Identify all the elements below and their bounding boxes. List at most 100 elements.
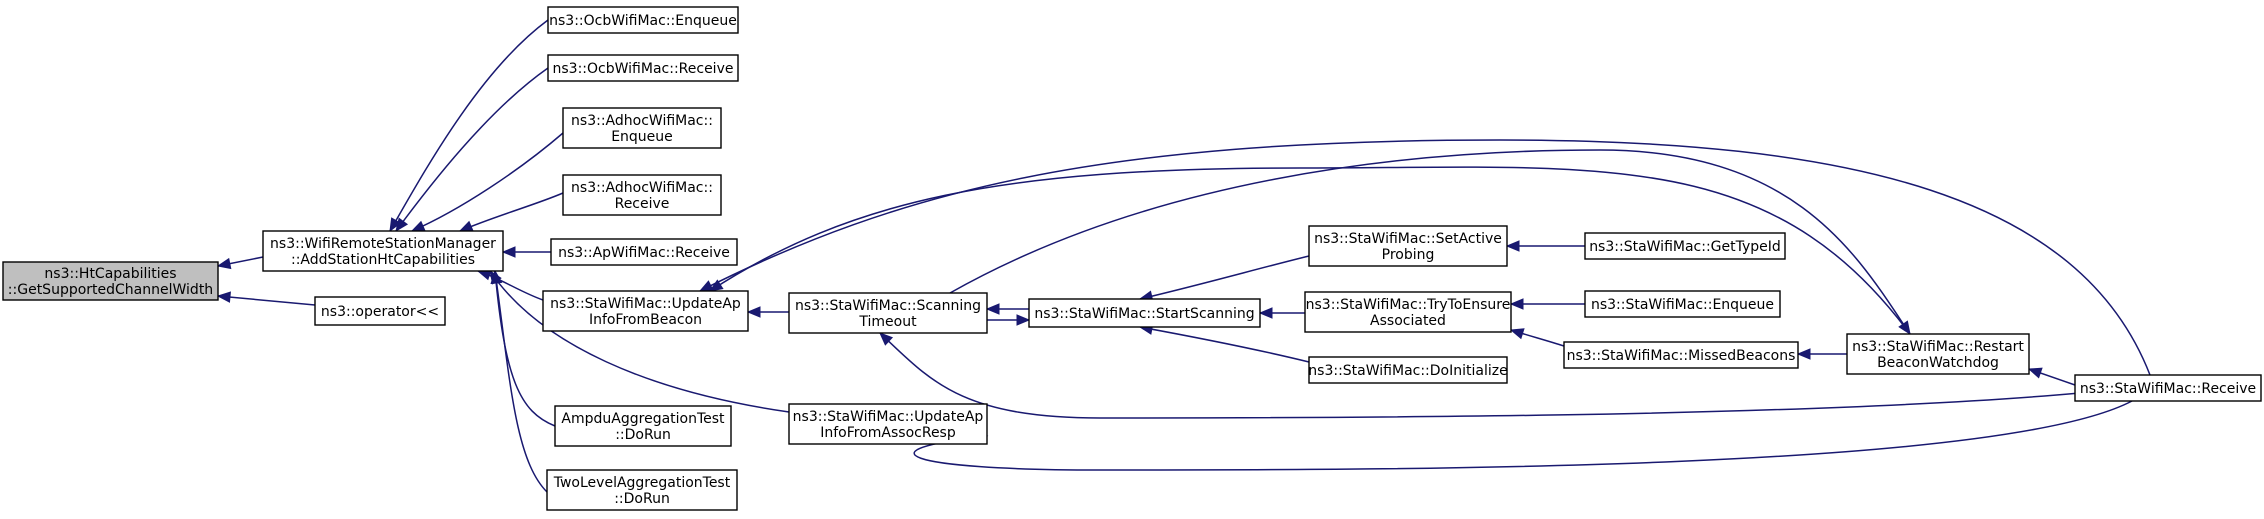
edge-line xyxy=(389,19,549,232)
graph-node-n5[interactable]: ns3::AdhocWifiMac::Enqueue xyxy=(562,107,722,149)
edge-arrowhead xyxy=(216,291,231,303)
node-box[interactable] xyxy=(1584,232,1786,260)
graph-node-n18[interactable]: ns3::StaWifiMac::Enqueue xyxy=(1584,290,1781,318)
node-box[interactable] xyxy=(1028,298,1261,328)
node-label-line: ns3::StaWifiMac::SetActive xyxy=(1314,231,1502,247)
edge-line xyxy=(699,139,2151,376)
call-edge-n20-to-n8 xyxy=(708,166,1911,335)
call-edge-n20-to-n19 xyxy=(1796,348,1847,360)
call-edge-n19-to-n15 xyxy=(1509,328,1565,347)
node-label-line: Enqueue xyxy=(611,129,673,145)
node-label-line: ns3::StaWifiMac::UpdateAp xyxy=(550,296,741,312)
node-label-line: ns3::StaWifiMac::StartScanning xyxy=(1034,306,1254,322)
graph-node-n12[interactable]: ns3::StaWifiMac::UpdateApInfoFromAssocRe… xyxy=(788,403,988,445)
call-edge-n11-to-n13 xyxy=(987,314,1031,326)
node-label-line: BeaconWatchdog xyxy=(1877,355,1999,371)
node-label-line: Receive xyxy=(615,196,670,212)
node-label-line: ns3::AdhocWifiMac:: xyxy=(571,180,713,196)
edge-layer xyxy=(216,19,2151,493)
call-edge-n17-to-n14 xyxy=(1505,240,1585,252)
edge-arrowhead xyxy=(389,217,402,233)
edge-line xyxy=(1139,326,1310,363)
node-box[interactable] xyxy=(788,292,988,334)
edge-arrowhead xyxy=(489,269,502,285)
edge-arrowhead xyxy=(458,220,474,232)
call-edge-n21-to-n11 xyxy=(879,332,2081,419)
node-label-line: ns3::ApWifiMac::Receive xyxy=(558,245,730,261)
edge-line xyxy=(494,270,556,427)
call-edge-n1-to-n0 xyxy=(216,256,264,270)
edge-arrowhead xyxy=(216,257,232,270)
node-box[interactable] xyxy=(2074,374,2262,402)
call-edge-n21-to-n12 xyxy=(913,400,2133,471)
node-label-line: ns3::HtCapabilities xyxy=(44,266,176,282)
graph-node-n19[interactable]: ns3::StaWifiMac::MissedBeacons xyxy=(1563,341,1799,369)
node-box[interactable] xyxy=(562,174,722,216)
edge-arrowhead xyxy=(1016,314,1031,326)
node-box[interactable] xyxy=(547,54,739,82)
edge-arrowhead xyxy=(985,303,1000,315)
node-box[interactable] xyxy=(1304,291,1512,333)
edge-line xyxy=(489,270,790,413)
graph-node-n21[interactable]: ns3::StaWifiMac::Receive xyxy=(2074,374,2262,402)
node-label-line: Associated xyxy=(1370,313,1446,329)
graph-node-n16[interactable]: ns3::StaWifiMac::DoInitialize xyxy=(1308,356,1508,384)
edge-line xyxy=(1139,255,1310,300)
edge-arrowhead xyxy=(879,332,894,346)
graph-node-n3[interactable]: ns3::OcbWifiMac::Enqueue xyxy=(547,6,739,34)
edge-arrowhead xyxy=(2027,367,2043,379)
node-box[interactable] xyxy=(788,403,988,445)
edge-line xyxy=(395,67,549,232)
node-label-line: ::GetSupportedChannelWidth xyxy=(8,282,213,298)
node-box[interactable] xyxy=(1308,356,1508,384)
node-box[interactable] xyxy=(2,261,219,301)
node-label-line: InfoFromAssocResp xyxy=(820,425,956,441)
graph-node-n7[interactable]: ns3::ApWifiMac::Receive xyxy=(550,238,738,266)
node-box[interactable] xyxy=(314,296,446,326)
graph-node-n9[interactable]: AmpduAggregationTest::DoRun xyxy=(554,405,732,447)
graph-node-n13[interactable]: ns3::StaWifiMac::StartScanning xyxy=(1028,298,1261,328)
call-edge-n15-to-n13 xyxy=(1258,307,1305,319)
graph-node-n10[interactable]: TwoLevelAggregationTest::DoRun xyxy=(546,469,738,511)
node-box[interactable] xyxy=(542,290,749,332)
edge-line xyxy=(913,400,2133,471)
edge-arrowhead xyxy=(395,217,409,233)
call-edge-n6-to-n1 xyxy=(458,192,564,232)
node-label-line: ns3::StaWifiMac::DoInitialize xyxy=(1308,363,1507,379)
graph-node-n1[interactable]: ns3::WifiRemoteStationManager::AddStatio… xyxy=(262,230,504,272)
node-label-line: ns3::operator<< xyxy=(321,304,439,320)
edge-arrowhead xyxy=(698,280,714,292)
node-box[interactable] xyxy=(1563,341,1799,369)
node-box[interactable] xyxy=(562,107,722,149)
graph-node-n2[interactable]: ns3::operator<< xyxy=(314,296,446,326)
edge-arrowhead xyxy=(1505,240,1520,252)
node-box[interactable] xyxy=(1584,290,1781,318)
edge-arrowhead xyxy=(1509,328,1525,340)
graph-node-n17[interactable]: ns3::StaWifiMac::GetTypeId xyxy=(1584,232,1786,260)
call-edge-n21-to-n20 xyxy=(2027,367,2076,386)
edge-line xyxy=(709,166,1911,335)
node-label-line: ::DoRun xyxy=(615,427,671,443)
node-box[interactable] xyxy=(1846,333,2030,375)
graph-node-n6[interactable]: ns3::AdhocWifiMac::Receive xyxy=(562,174,722,216)
node-box[interactable] xyxy=(547,6,739,34)
node-box[interactable] xyxy=(546,469,738,511)
graph-node-n4[interactable]: ns3::OcbWifiMac::Receive xyxy=(547,54,739,82)
edge-arrowhead xyxy=(1898,320,1911,336)
call-edge-n13-to-n11 xyxy=(985,303,1029,315)
call-edge-n7-to-n1 xyxy=(501,246,551,258)
node-box[interactable] xyxy=(550,238,738,266)
node-label-line: ns3::StaWifiMac::Receive xyxy=(2080,381,2256,397)
node-box[interactable] xyxy=(1308,225,1508,267)
edge-line xyxy=(459,192,564,232)
node-label-line: AmpduAggregationTest xyxy=(561,411,725,427)
node-box[interactable] xyxy=(554,405,732,447)
graph-node-n0[interactable]: ns3::HtCapabilities::GetSupportedChannel… xyxy=(2,261,219,301)
node-box[interactable] xyxy=(262,230,504,272)
